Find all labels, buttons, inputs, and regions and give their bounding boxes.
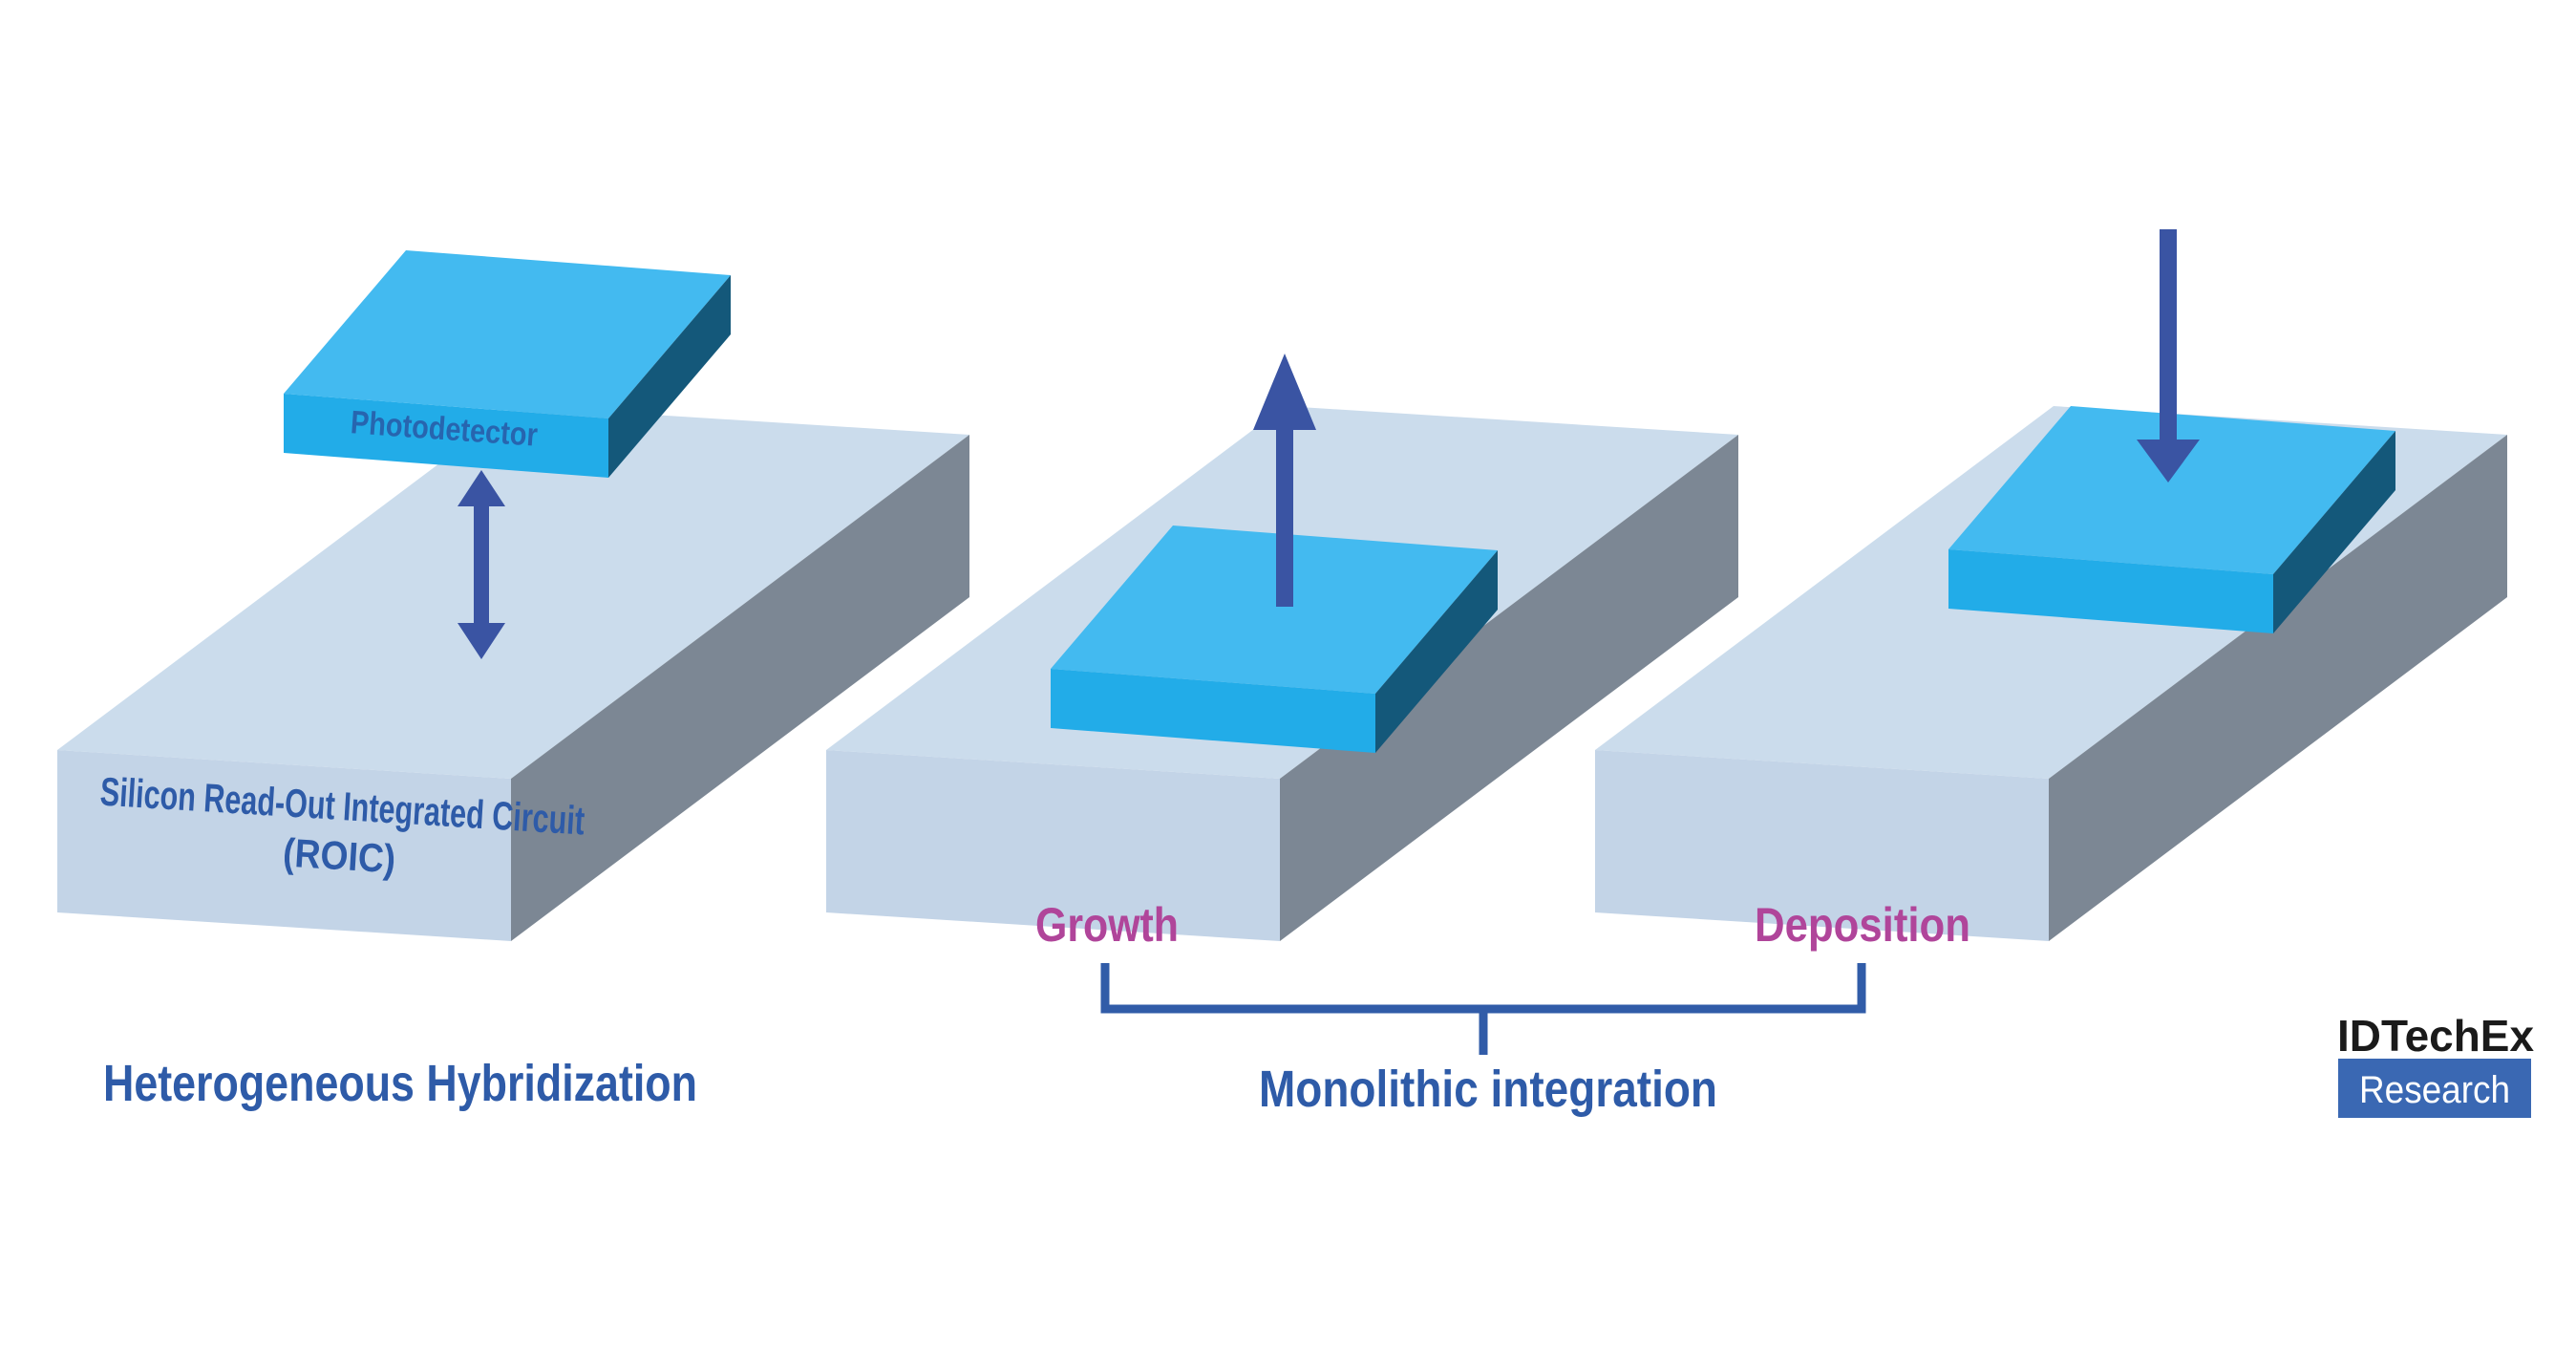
growth-chip-side-face <box>1375 550 1498 753</box>
photodetector-side-face <box>608 275 731 478</box>
logo-brand-text: IDTechEx <box>2337 1011 2534 1061</box>
growth-substrate-front-face <box>826 750 1280 941</box>
roic-substrate: Silicon Read-Out Integrated Circuit (ROI… <box>57 406 969 941</box>
growth-chip <box>1051 525 1498 753</box>
hybridization-assembly: Silicon Read-Out Integrated Circuit (ROI… <box>57 250 969 1112</box>
growth-chip-top-face <box>1051 525 1498 694</box>
deposition-chip-top-face <box>1948 406 2395 574</box>
logo-division-text: Research <box>2359 1069 2510 1111</box>
deposition-label: Deposition <box>1755 898 1970 952</box>
arrow-up-icon <box>1253 354 1316 607</box>
photodetector-chip: Photodetector <box>284 250 731 478</box>
photodetector-top-face <box>284 250 731 418</box>
roic-top-face <box>57 406 969 779</box>
deposition-chip-side-face <box>2273 431 2395 633</box>
growth-chip-front-face <box>1051 669 1375 753</box>
double-vertical-arrow-icon <box>458 470 505 659</box>
growth-substrate-side-face <box>1280 435 1738 941</box>
deposition-assembly: Deposition <box>1595 229 2507 952</box>
deposition-chip <box>1948 406 2395 633</box>
hybridization-caption: Heterogeneous Hybridization <box>103 1055 697 1112</box>
roic-front-face <box>57 750 511 941</box>
monolithic-group: Monolithic integration <box>1100 963 1866 1118</box>
monolithic-bracket <box>1100 963 1866 1055</box>
roic-side-face <box>511 435 969 941</box>
arrow-down-icon <box>2137 229 2200 482</box>
deposition-chip-front-face <box>1948 549 2273 633</box>
growth-label: Growth <box>1035 898 1179 952</box>
photodetector-front-face <box>284 394 608 478</box>
logo-research-box <box>2338 1059 2531 1118</box>
deposition-substrate-side-face <box>2049 435 2507 941</box>
growth-assembly: Growth <box>826 354 1738 952</box>
roic-label-line2: (ROIC) <box>282 829 397 881</box>
idtechex-logo: IDTechEx Research <box>2337 1011 2534 1118</box>
deposition-substrate-front-face <box>1595 750 2049 941</box>
monolithic-caption: Monolithic integration <box>1259 1061 1717 1118</box>
